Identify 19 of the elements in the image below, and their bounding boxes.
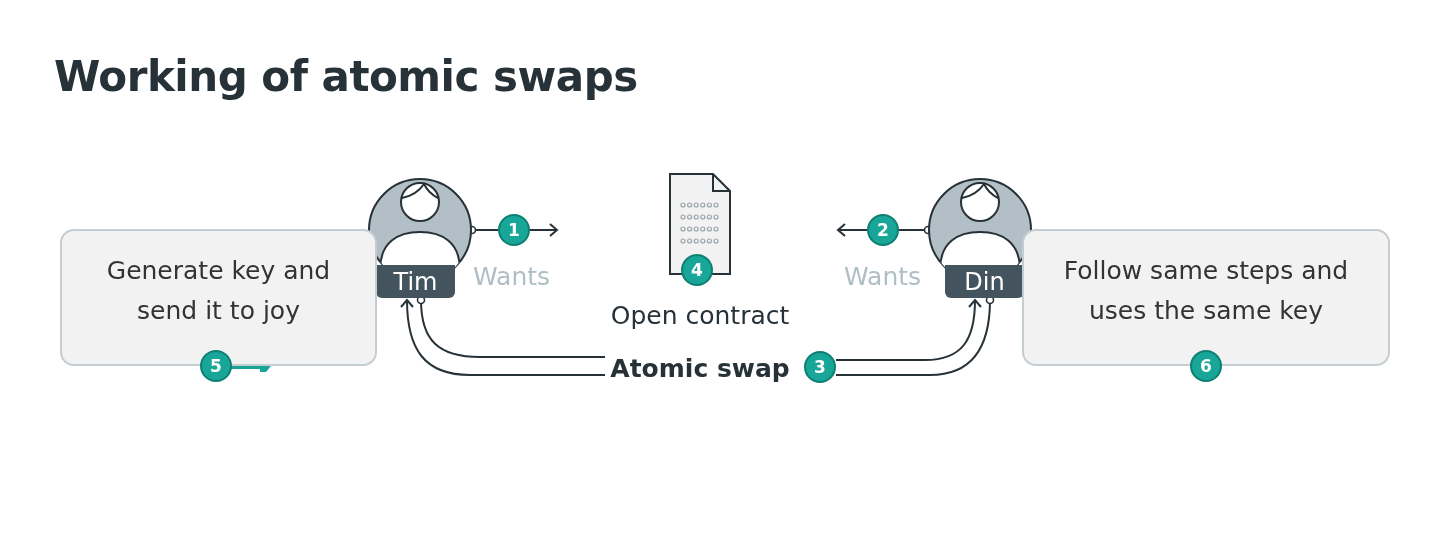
caption-text: Wants xyxy=(844,262,922,291)
step-number-badge: 4 xyxy=(681,254,713,286)
name-tag: Din xyxy=(945,265,1024,298)
caption-text: Wants xyxy=(473,262,551,291)
contract-label: Open contract xyxy=(609,301,791,330)
connector-arrow xyxy=(835,299,982,361)
step-number-badge: 6 xyxy=(1190,350,1222,382)
step-description: Follow same steps and uses the same key xyxy=(1062,254,1350,327)
swap-label: Atomic swap xyxy=(605,350,795,386)
step-number-badge: 2 xyxy=(867,214,899,246)
connector-arrow xyxy=(529,223,558,237)
step-description: Generate key and send it to joy xyxy=(105,254,332,327)
diagram-title: Working of atomic swaps xyxy=(54,52,638,101)
step-number-badge: 3 xyxy=(804,351,836,383)
name-tag: Tim xyxy=(376,265,455,298)
step-number-badge: 1 xyxy=(498,214,530,246)
connector-arrow xyxy=(837,223,868,237)
step-number-badge: 5 xyxy=(200,350,232,382)
connector-arrow xyxy=(400,299,606,376)
